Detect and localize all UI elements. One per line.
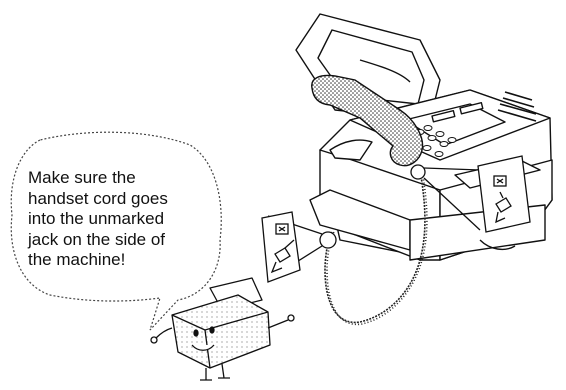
callout-line-3: into the unmarked — [28, 209, 218, 230]
callout-text: Make sure the handset cord goes into the… — [28, 168, 218, 271]
callout-line-1: Make sure the — [28, 168, 218, 189]
callout-line-2: handset cord goes — [28, 189, 218, 210]
callout-line-5: the machine! — [28, 250, 218, 271]
callout-line-4: jack on the side of — [28, 230, 218, 251]
